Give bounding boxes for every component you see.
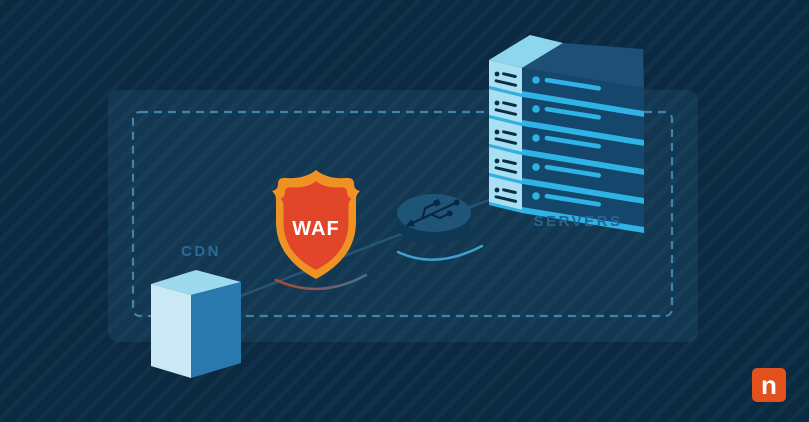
server-slot-bar bbox=[502, 188, 517, 194]
connector-line bbox=[237, 179, 539, 299]
server-slot-bar bbox=[502, 159, 517, 165]
server-unit-front-edge bbox=[522, 91, 644, 117]
server-front-led-icon bbox=[532, 134, 540, 142]
server-unit bbox=[489, 60, 644, 117]
server-slot-bar bbox=[502, 72, 517, 78]
server-front-led-icon bbox=[532, 76, 540, 84]
server-front-led-icon bbox=[532, 105, 540, 113]
waf-node: WAF bbox=[272, 170, 368, 291]
server-top-left-face bbox=[489, 35, 563, 68]
usb-icon bbox=[405, 198, 460, 227]
server-unit-left-edge bbox=[489, 115, 522, 126]
server-slot-bar bbox=[494, 195, 518, 203]
server-front-bar bbox=[544, 77, 601, 91]
server-front-bar bbox=[544, 106, 601, 120]
dashed-boundary bbox=[131, 110, 674, 318]
shield-icon bbox=[272, 170, 360, 279]
server-front-led-icon bbox=[532, 192, 540, 200]
server-slot-bar bbox=[494, 108, 518, 116]
server-top-face bbox=[522, 43, 644, 88]
cdn-cube-front bbox=[151, 284, 191, 378]
ninjaone-logo[interactable]: n bbox=[752, 368, 786, 402]
shield-shadow-arc bbox=[274, 273, 368, 291]
server-unit-left-edge bbox=[489, 144, 522, 155]
servers-node: SERVERS bbox=[489, 35, 644, 233]
server-slot-bar bbox=[502, 130, 517, 136]
shield-inner bbox=[280, 181, 352, 270]
waf-label: WAF bbox=[292, 218, 339, 240]
server-slot-bar bbox=[494, 137, 518, 145]
server-front-bar bbox=[544, 193, 601, 207]
hub-glow-arc bbox=[396, 244, 484, 261]
server-front-bar bbox=[544, 164, 601, 178]
server-unit bbox=[489, 89, 644, 146]
server-unit bbox=[489, 118, 644, 175]
logo-letter: n bbox=[761, 370, 777, 400]
server-unit-front-edge bbox=[522, 149, 644, 175]
server-unit-left-edge bbox=[489, 173, 522, 184]
server-led-icon bbox=[494, 100, 500, 106]
server-unit bbox=[489, 176, 644, 233]
server-led-icon bbox=[494, 129, 500, 135]
server-unit bbox=[489, 147, 644, 204]
cdn-node: CDN bbox=[151, 243, 241, 378]
logo-tile[interactable] bbox=[752, 368, 786, 402]
hub-node bbox=[396, 194, 484, 261]
cdn-cube-side bbox=[191, 282, 241, 378]
server-unit-front-edge bbox=[522, 120, 644, 146]
server-slot-bar bbox=[494, 79, 518, 87]
server-unit-front-edge bbox=[522, 178, 644, 204]
server-unit-left-edge bbox=[489, 202, 522, 213]
servers-label: SERVERS bbox=[534, 213, 623, 230]
server-unit-front-edge bbox=[522, 207, 644, 233]
server-slot-bar bbox=[494, 166, 518, 174]
cdn-cube-top bbox=[151, 270, 241, 295]
server-led-icon bbox=[494, 187, 500, 193]
server-front-bar bbox=[544, 135, 601, 149]
server-front-led-icon bbox=[532, 163, 540, 171]
cdn-label: CDN bbox=[181, 243, 221, 260]
server-led-icon bbox=[494, 71, 500, 77]
server-slot-bar bbox=[502, 101, 517, 107]
server-unit-left-edge bbox=[489, 86, 522, 97]
server-led-icon bbox=[494, 158, 500, 164]
